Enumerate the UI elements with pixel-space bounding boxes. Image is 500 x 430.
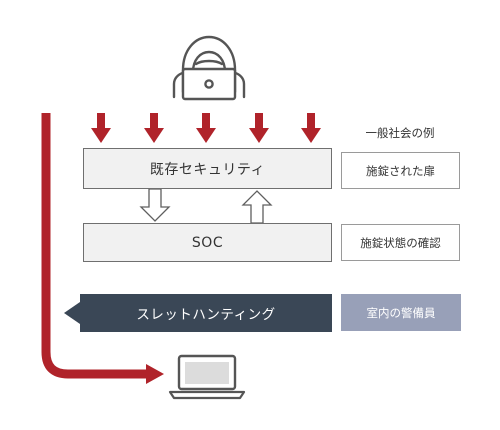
analogy-lock-check: 施錠状態の確認 [341,224,460,261]
hollow-down-arrow [139,188,171,222]
threat-hunting-box: スレットハンティング [80,294,332,332]
laptop-icon [168,354,246,400]
hollow-up-arrow [241,190,273,224]
bypass-attack-arrow [41,113,164,384]
existing-security-box: 既存セキュリティ [83,148,332,189]
attack-arrow [91,113,111,143]
attack-arrow [196,113,216,143]
hunting-left-arrow [64,302,80,324]
attack-arrow [249,113,269,143]
attack-arrow [144,113,164,143]
analogy-indoor-guard: 室内の警備員 [341,294,461,331]
attack-arrows [91,113,321,143]
analogy-heading: 一般社会の例 [365,126,435,140]
hacker-icon [172,35,246,101]
attack-arrow [301,113,321,143]
soc-box: SOC [83,223,332,262]
analogy-locked-door: 施錠された扉 [341,152,460,189]
